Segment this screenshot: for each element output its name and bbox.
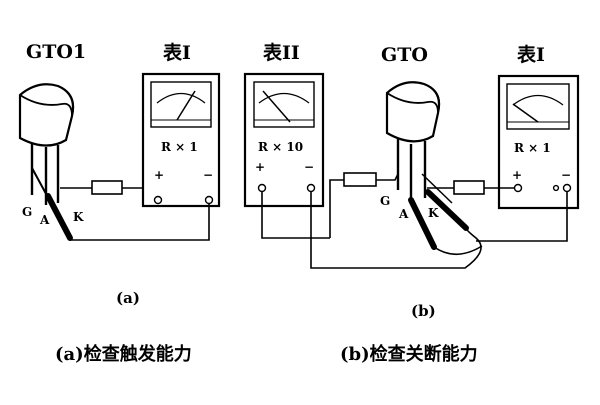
meter-ii-minus: − xyxy=(304,160,314,174)
meter-i-terminal-plus-b xyxy=(513,183,523,193)
caption-a: (a)检查触发能力 xyxy=(55,343,192,365)
pin-a-label: A xyxy=(39,213,50,227)
gto1-device xyxy=(18,83,75,205)
meter-i-b xyxy=(497,74,580,210)
pin-a-label-b: A xyxy=(398,207,409,221)
pin-k-label: K xyxy=(73,210,84,224)
meter-i-plus-b: + xyxy=(512,168,522,182)
meter-ii-terminal-minus xyxy=(306,183,316,193)
meter-ii-label: 表II xyxy=(263,41,300,64)
meter-i-minus-b: − xyxy=(561,168,571,182)
meter-ii-plus: + xyxy=(255,160,265,174)
meter-ii-terminal-plus xyxy=(257,183,267,193)
resistor-b1 xyxy=(343,172,377,187)
meter-ii-range: R × 10 xyxy=(258,140,303,154)
circuit-b: 表II R × 10 + − GTO G A K xyxy=(243,41,580,365)
terminal-plus-a xyxy=(153,195,163,205)
gto1-label: GTO1 xyxy=(26,41,86,63)
pin-g-label: G xyxy=(22,205,32,219)
pin-k-label-b: K xyxy=(428,206,439,220)
circuit-a: GTO1 G A K 表I xyxy=(18,41,221,365)
resistor-b2 xyxy=(453,180,485,195)
meter-i-terminal-minus-b xyxy=(562,183,572,193)
sublabel-a: (a) xyxy=(116,289,140,307)
terminal-minus-a xyxy=(204,195,214,205)
gto-label: GTO xyxy=(381,44,428,66)
caption-b: (b)检查关断能力 xyxy=(340,343,478,365)
meter-i-range-b: R × 1 xyxy=(514,141,551,155)
meter-i-plus-a: + xyxy=(154,168,164,182)
probe-lead-a xyxy=(31,167,73,241)
meter-i-terminal-extra-b xyxy=(552,184,560,192)
meter-i-minus-a: − xyxy=(203,168,213,182)
meter-i-label-a: 表I xyxy=(163,41,191,64)
gto-device xyxy=(385,81,441,202)
meter-i-label-b: 表I xyxy=(517,43,545,66)
sublabel-b: (b) xyxy=(411,302,436,320)
meter-i-a xyxy=(141,72,221,208)
resistor-a xyxy=(91,180,123,195)
meter-i-range-a: R × 1 xyxy=(161,140,198,154)
pin-g-label-b: G xyxy=(380,194,390,208)
